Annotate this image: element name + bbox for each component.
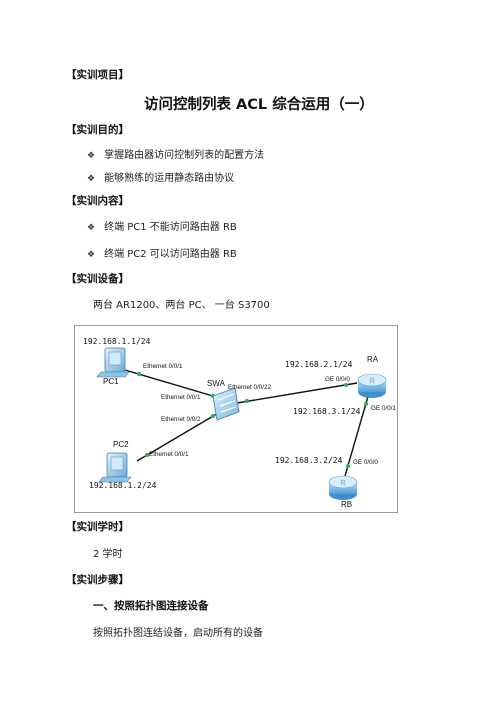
- link-swa-ra: [236, 382, 358, 404]
- hours-text: 2 学时: [93, 549, 123, 560]
- purpose-item-text: 能够熟练的运用静态路由协议: [104, 173, 235, 184]
- pc2-ip-label: 192.168.1.2/24: [89, 481, 157, 490]
- pc1-ip-label: 192.168.1.1/24: [83, 337, 151, 346]
- document-title: 访问控制列表 ACL 综合运用（一）: [144, 97, 374, 113]
- port-marker: [211, 414, 215, 418]
- hours-heading: 【实训学时】: [66, 521, 129, 533]
- link-pc1-swa: [124, 369, 224, 400]
- link-ra-rb: [344, 392, 370, 477]
- swa-label: SWA: [207, 379, 225, 388]
- step1-text: 按照拓扑图连结设备，启动所有的设备: [93, 628, 263, 639]
- pc1-computer-icon: [96, 347, 130, 378]
- port-marker: [145, 453, 149, 457]
- pc2-label: PC2: [113, 440, 129, 449]
- content-item: ❖ 终端 PC2 可以访问路由器 RB: [87, 245, 237, 260]
- port-marker: [137, 372, 141, 376]
- topology-svg: R R: [96, 347, 387, 500]
- port-marker: [364, 402, 368, 406]
- content-item-text: 终端 PC1 不能访问路由器 RB: [104, 222, 237, 233]
- svg-text:R: R: [369, 378, 374, 385]
- content-item-text: 终端 PC2 可以访问路由器 RB: [104, 249, 237, 260]
- step1-title: 一、按照拓扑图连接设备: [93, 600, 209, 612]
- diamond-bullet-icon: ❖: [87, 151, 96, 161]
- swa-port1-label: Ethernet 0/0/1: [161, 394, 201, 401]
- port-marker: [344, 383, 348, 387]
- ra-g000-ip-label: 192.168.2.1/24: [285, 360, 353, 369]
- equipment-text: 两台 AR1200、两台 PC、 一台 S3700: [93, 300, 270, 311]
- network-topology-diagram: R R 192.168.1.1/24 192.168.1.2/24 192.16…: [74, 325, 398, 513]
- diamond-bullet-icon: ❖: [87, 174, 96, 184]
- swa-port2-label: Ethernet 0/0/2: [161, 416, 201, 423]
- purpose-heading: 【实训目的】: [66, 124, 129, 136]
- ra-g001-ip-label: 192.168.3.1/24: [293, 407, 361, 416]
- purpose-item: ❖ 掌握路由器访问控制列表的配置方法: [87, 146, 264, 161]
- rb-label: RB: [341, 500, 353, 509]
- svg-text:R: R: [340, 480, 345, 487]
- swa-switch-icon: [212, 387, 240, 421]
- pc1-label: PC1: [103, 377, 119, 386]
- pc1-port-label: Ethernet 0/0/1: [143, 363, 183, 370]
- rb-ip-label: 192.168.3.2/24: [275, 456, 343, 465]
- link-pc2-swa: [136, 411, 221, 462]
- project-heading: 【实训项目】: [66, 69, 129, 81]
- rb-router-icon: R: [328, 475, 358, 500]
- diamond-bullet-icon: ❖: [87, 250, 96, 260]
- ra-label: RA: [367, 355, 379, 364]
- diamond-bullet-icon: ❖: [87, 223, 96, 233]
- equipment-heading: 【实训设备】: [66, 273, 129, 285]
- ra-ge000-port-label: GE 0/0/0: [325, 376, 350, 383]
- purpose-item-text: 掌握路由器访问控制列表的配置方法: [104, 150, 265, 161]
- content-item: ❖ 终端 PC1 不能访问路由器 RB: [87, 218, 237, 233]
- purpose-item: ❖ 能够熟练的运用静态路由协议: [87, 169, 234, 184]
- port-marker: [245, 399, 249, 403]
- pc2-port-label: Ethernet 0/0/1: [149, 451, 189, 458]
- content-heading: 【实训内容】: [66, 195, 129, 207]
- swa-port22-label: Ethernet 0/0/22: [228, 384, 272, 391]
- rb-ge000-port-label: GE 0/0/0: [353, 459, 378, 466]
- port-marker: [346, 464, 350, 468]
- pc2-computer-icon: [98, 452, 132, 483]
- ra-ge001-port-label: GE 0/0/1: [371, 405, 396, 412]
- ra-router-icon: R: [357, 373, 387, 398]
- steps-heading: 【实训步骤】: [66, 574, 129, 586]
